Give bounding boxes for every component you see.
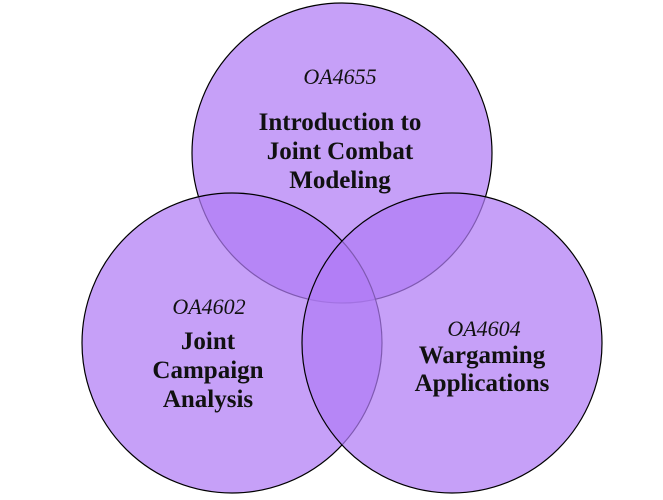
course-title-line: Introduction to bbox=[259, 109, 422, 136]
course-title-line: Applications bbox=[415, 370, 550, 397]
course-title-line: Analysis bbox=[163, 386, 254, 413]
course-title-line: Campaign bbox=[152, 357, 263, 384]
course-title-line: Joint bbox=[181, 328, 236, 355]
course-oa4655: OA4655 Introduction to Joint Combat Mode… bbox=[259, 64, 422, 194]
course-title-line: Joint Combat bbox=[267, 138, 414, 165]
course-title-line: Modeling bbox=[289, 167, 391, 194]
circle-oa4604 bbox=[301, 192, 603, 494]
course-oa4602: OA4602 Joint Campaign Analysis bbox=[152, 294, 263, 413]
course-code: OA4604 bbox=[447, 316, 520, 341]
course-title-line: Wargaming bbox=[419, 342, 546, 369]
course-code: OA4602 bbox=[172, 294, 245, 319]
circles bbox=[81, 2, 603, 494]
course-code: OA4655 bbox=[303, 64, 376, 89]
course-oa4604: OA4604 Wargaming Applications bbox=[415, 316, 550, 397]
